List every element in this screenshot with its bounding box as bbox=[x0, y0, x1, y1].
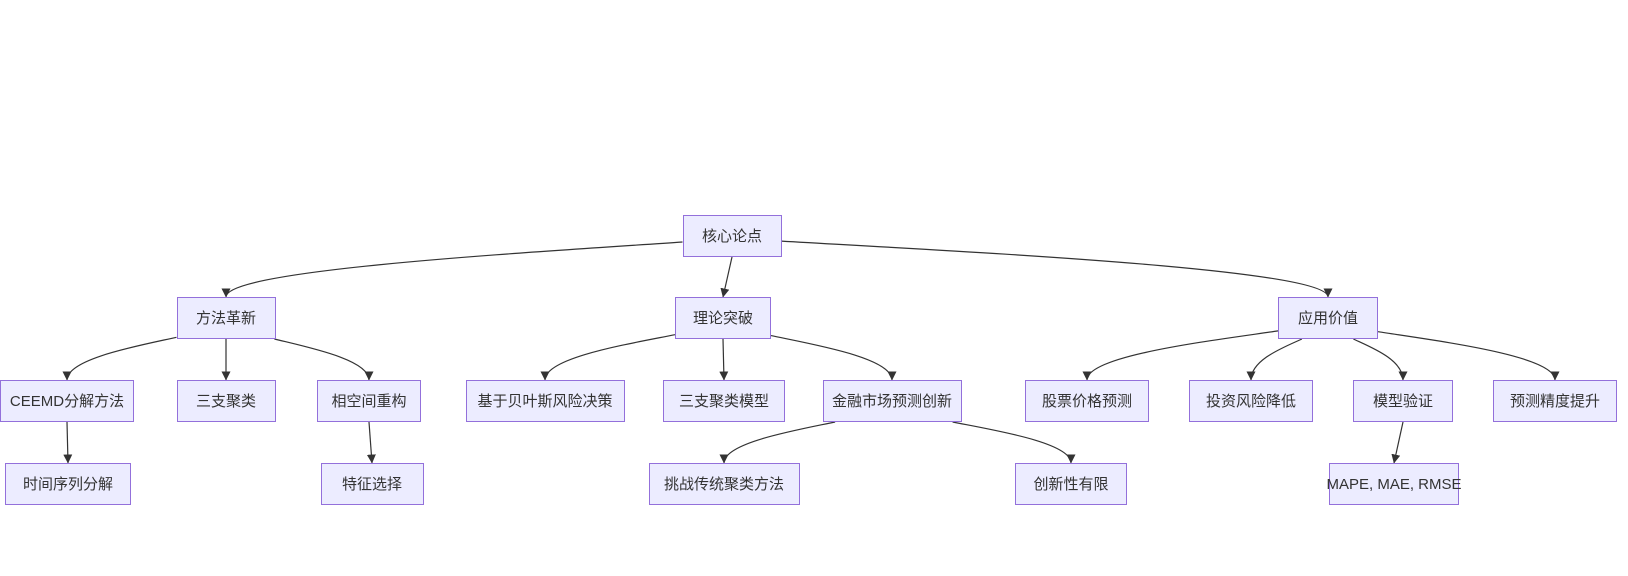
node-risk: 投资风险降低 bbox=[1189, 380, 1313, 422]
node-ceemd: CEEMD分解方法 bbox=[0, 380, 134, 422]
node-label: 基于贝叶斯风险决策 bbox=[477, 392, 613, 410]
edge-group bbox=[62, 240, 1560, 464]
node-three-way: 三支聚类 bbox=[176, 380, 276, 422]
node-label: 方法革新 bbox=[195, 309, 256, 327]
node-label: 三支聚类 bbox=[195, 392, 256, 410]
edge-core-to-theory bbox=[720, 256, 733, 298]
node-time-series: 时间序列分解 bbox=[5, 463, 131, 505]
node-label: 相空间重构 bbox=[331, 392, 407, 410]
node-label: 金融市场预测创新 bbox=[831, 392, 952, 410]
node-application: 应用价值 bbox=[1278, 297, 1378, 339]
node-label: 理论突破 bbox=[692, 309, 753, 327]
node-label: 核心论点 bbox=[701, 227, 762, 245]
node-stock: 股票价格预测 bbox=[1025, 380, 1149, 422]
node-finance: 金融市场预测创新 bbox=[822, 380, 962, 422]
node-label: 预测精度提升 bbox=[1509, 392, 1600, 410]
node-label: 时间序列分解 bbox=[22, 475, 113, 493]
node-label: MAPE, MAE, RMSE bbox=[1326, 475, 1462, 493]
edge-phase-space-to-feature bbox=[366, 421, 376, 464]
node-core: 核心论点 bbox=[682, 215, 782, 257]
node-method: 方法革新 bbox=[176, 297, 276, 339]
node-precision: 预测精度提升 bbox=[1493, 380, 1617, 422]
node-limited: 创新性有限 bbox=[1015, 463, 1127, 505]
node-three-way-model: 三支聚类模型 bbox=[663, 380, 785, 422]
edge-theory-to-bayes bbox=[540, 334, 676, 381]
edge-theory-to-finance bbox=[770, 335, 897, 381]
edge-validation-to-mape bbox=[1391, 421, 1404, 464]
node-challenge: 挑战传统聚类方法 bbox=[648, 463, 800, 505]
node-label: 股票价格预测 bbox=[1041, 392, 1132, 410]
node-mape: MAPE, MAE, RMSE bbox=[1326, 463, 1462, 505]
node-validation: 模型验证 bbox=[1353, 380, 1453, 422]
edge-ceemd-to-time-series bbox=[63, 421, 73, 464]
node-phase-space: 相空间重构 bbox=[317, 380, 421, 422]
node-label: 投资风险降低 bbox=[1205, 392, 1296, 410]
edge-application-to-stock bbox=[1082, 330, 1279, 381]
node-feature: 特征选择 bbox=[320, 463, 424, 505]
edge-method-to-phase-space bbox=[274, 338, 374, 381]
edge-application-to-risk bbox=[1246, 338, 1303, 381]
node-label: 特征选择 bbox=[341, 475, 402, 493]
edge-application-to-validation bbox=[1353, 338, 1408, 381]
node-label: 挑战传统聚类方法 bbox=[663, 475, 784, 493]
node-label: 创新性有限 bbox=[1033, 475, 1109, 493]
edge-finance-to-limited bbox=[952, 421, 1076, 464]
node-label: 三支聚类模型 bbox=[678, 392, 769, 410]
node-theory: 理论突破 bbox=[675, 297, 771, 339]
node-bayes: 基于贝叶斯风险决策 bbox=[465, 380, 625, 422]
edge-theory-to-three-way-model bbox=[719, 338, 729, 381]
edge-core-to-method bbox=[221, 241, 683, 298]
edge-finance-to-challenge bbox=[719, 421, 836, 464]
node-label: CEEMD分解方法 bbox=[9, 392, 125, 410]
edge-core-to-application bbox=[781, 240, 1333, 298]
edge-method-to-ceemd bbox=[62, 336, 177, 381]
node-label: 模型验证 bbox=[1372, 392, 1433, 410]
node-label: 应用价值 bbox=[1297, 309, 1358, 327]
edge-application-to-precision bbox=[1377, 331, 1560, 381]
